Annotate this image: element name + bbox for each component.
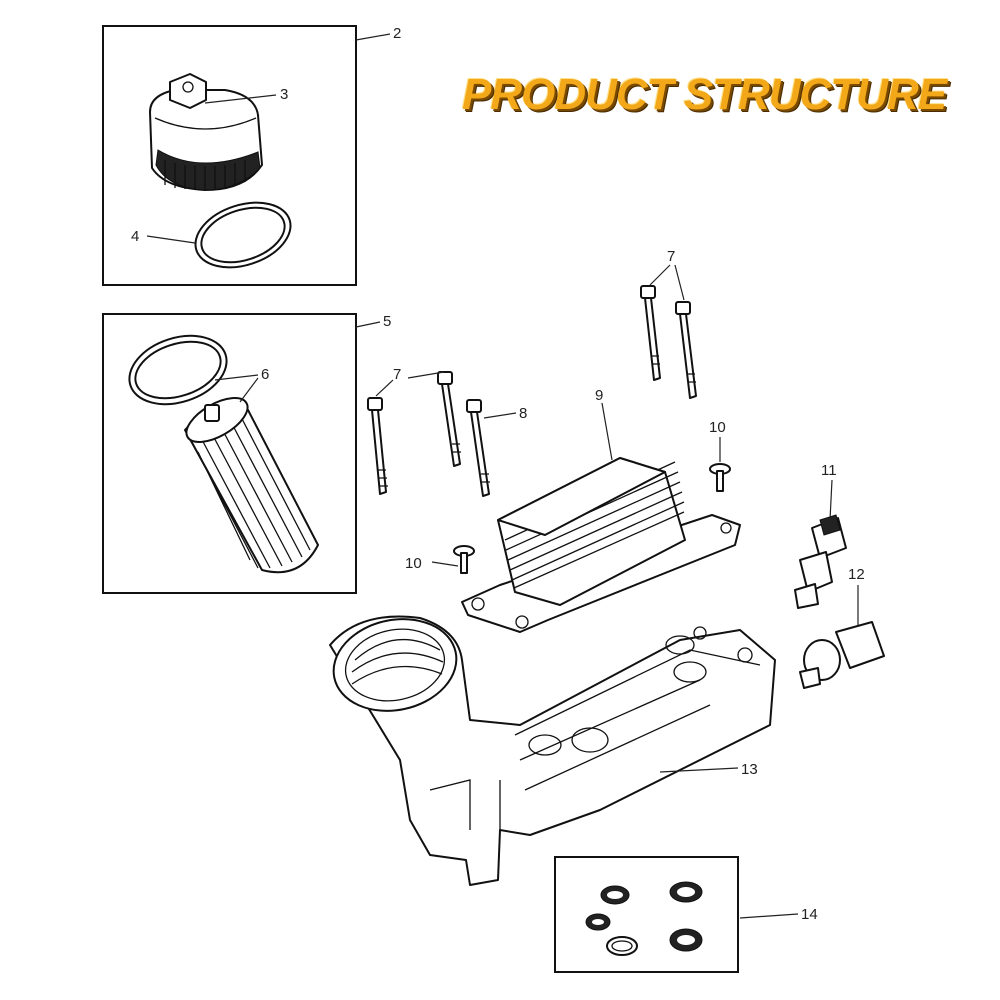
part-7-bolt bbox=[367, 397, 388, 495]
part-7-bolt bbox=[675, 301, 697, 399]
callout-14: 14 bbox=[801, 906, 818, 923]
callout-12: 12 bbox=[848, 566, 865, 583]
part-12-oil-sensor bbox=[799, 621, 885, 689]
callout-9: 9 bbox=[595, 387, 603, 404]
callout-13: 13 bbox=[741, 761, 758, 778]
part-6-filter-element bbox=[184, 397, 319, 574]
callout-6: 6 bbox=[261, 366, 269, 383]
part-6-seal-ring bbox=[128, 334, 228, 406]
leader-3 bbox=[204, 94, 277, 104]
part-7-bolt bbox=[640, 285, 661, 381]
callout-4: 4 bbox=[131, 228, 139, 245]
group-box-14 bbox=[554, 856, 739, 973]
callout-5: 5 bbox=[383, 313, 391, 330]
leader-14 bbox=[739, 913, 799, 919]
callout-7-right: 7 bbox=[667, 248, 675, 265]
part-8-bolt bbox=[466, 399, 490, 497]
callout-3: 3 bbox=[280, 86, 288, 103]
part-10-screw bbox=[453, 545, 475, 574]
leader-11 bbox=[829, 479, 833, 521]
leader-2 bbox=[355, 33, 391, 41]
group-box-5 bbox=[102, 313, 357, 594]
part-7-bolt bbox=[437, 371, 461, 467]
part-4-o-ring bbox=[194, 201, 292, 269]
callout-11: 11 bbox=[821, 462, 837, 479]
group-box-2 bbox=[102, 25, 357, 286]
callout-7-left: 7 bbox=[393, 366, 401, 383]
product-structure-title: PRODUCT STRUCTURE bbox=[462, 70, 947, 119]
part-3-filter-cap bbox=[149, 73, 263, 191]
leader-5 bbox=[355, 321, 381, 328]
leader-8 bbox=[483, 412, 517, 419]
callout-2: 2 bbox=[393, 25, 401, 42]
part-9-oil-cooler bbox=[461, 457, 741, 633]
part-11-pressure-switch bbox=[794, 514, 847, 609]
leader-7-left bbox=[375, 371, 445, 397]
leader-9 bbox=[601, 402, 613, 461]
leader-13 bbox=[659, 767, 739, 773]
leader-10-lower bbox=[431, 561, 459, 567]
part-10-screw bbox=[709, 463, 731, 492]
leader-7-right bbox=[649, 264, 685, 301]
leader-6 bbox=[214, 374, 259, 403]
part-13-filter-housing bbox=[329, 615, 776, 886]
leader-4 bbox=[146, 235, 196, 244]
callout-8: 8 bbox=[519, 405, 527, 422]
callout-10-lower: 10 bbox=[405, 555, 422, 572]
part-14-seal-kit bbox=[585, 881, 703, 956]
callout-10-upper: 10 bbox=[709, 419, 726, 436]
